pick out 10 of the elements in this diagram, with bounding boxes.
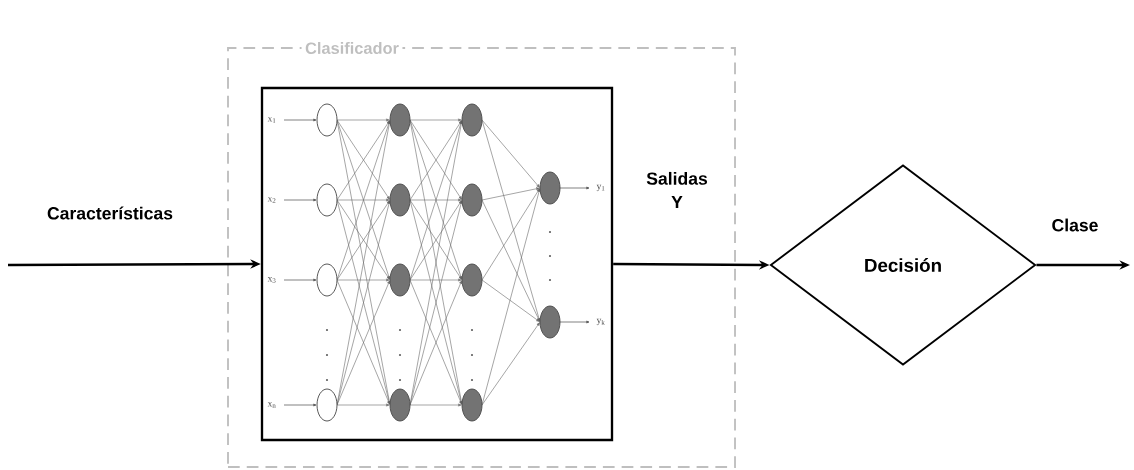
edge-label: Clase bbox=[1052, 218, 1098, 232]
variable-label: y$_{k}$ bbox=[596, 318, 605, 326]
variable-label: y$_{1}$ bbox=[596, 184, 605, 192]
variable-label: x$_{n}$ bbox=[267, 402, 276, 408]
variable-label: x$_{1}$ bbox=[267, 117, 276, 123]
variable-label: x$_{3}$ bbox=[267, 277, 276, 283]
neural-network-drawing bbox=[260, 86, 614, 442]
edge-label: Salidas Y bbox=[646, 171, 708, 209]
edge-label: Características bbox=[47, 206, 173, 220]
variable-label: x$_{2}$ bbox=[267, 197, 276, 203]
